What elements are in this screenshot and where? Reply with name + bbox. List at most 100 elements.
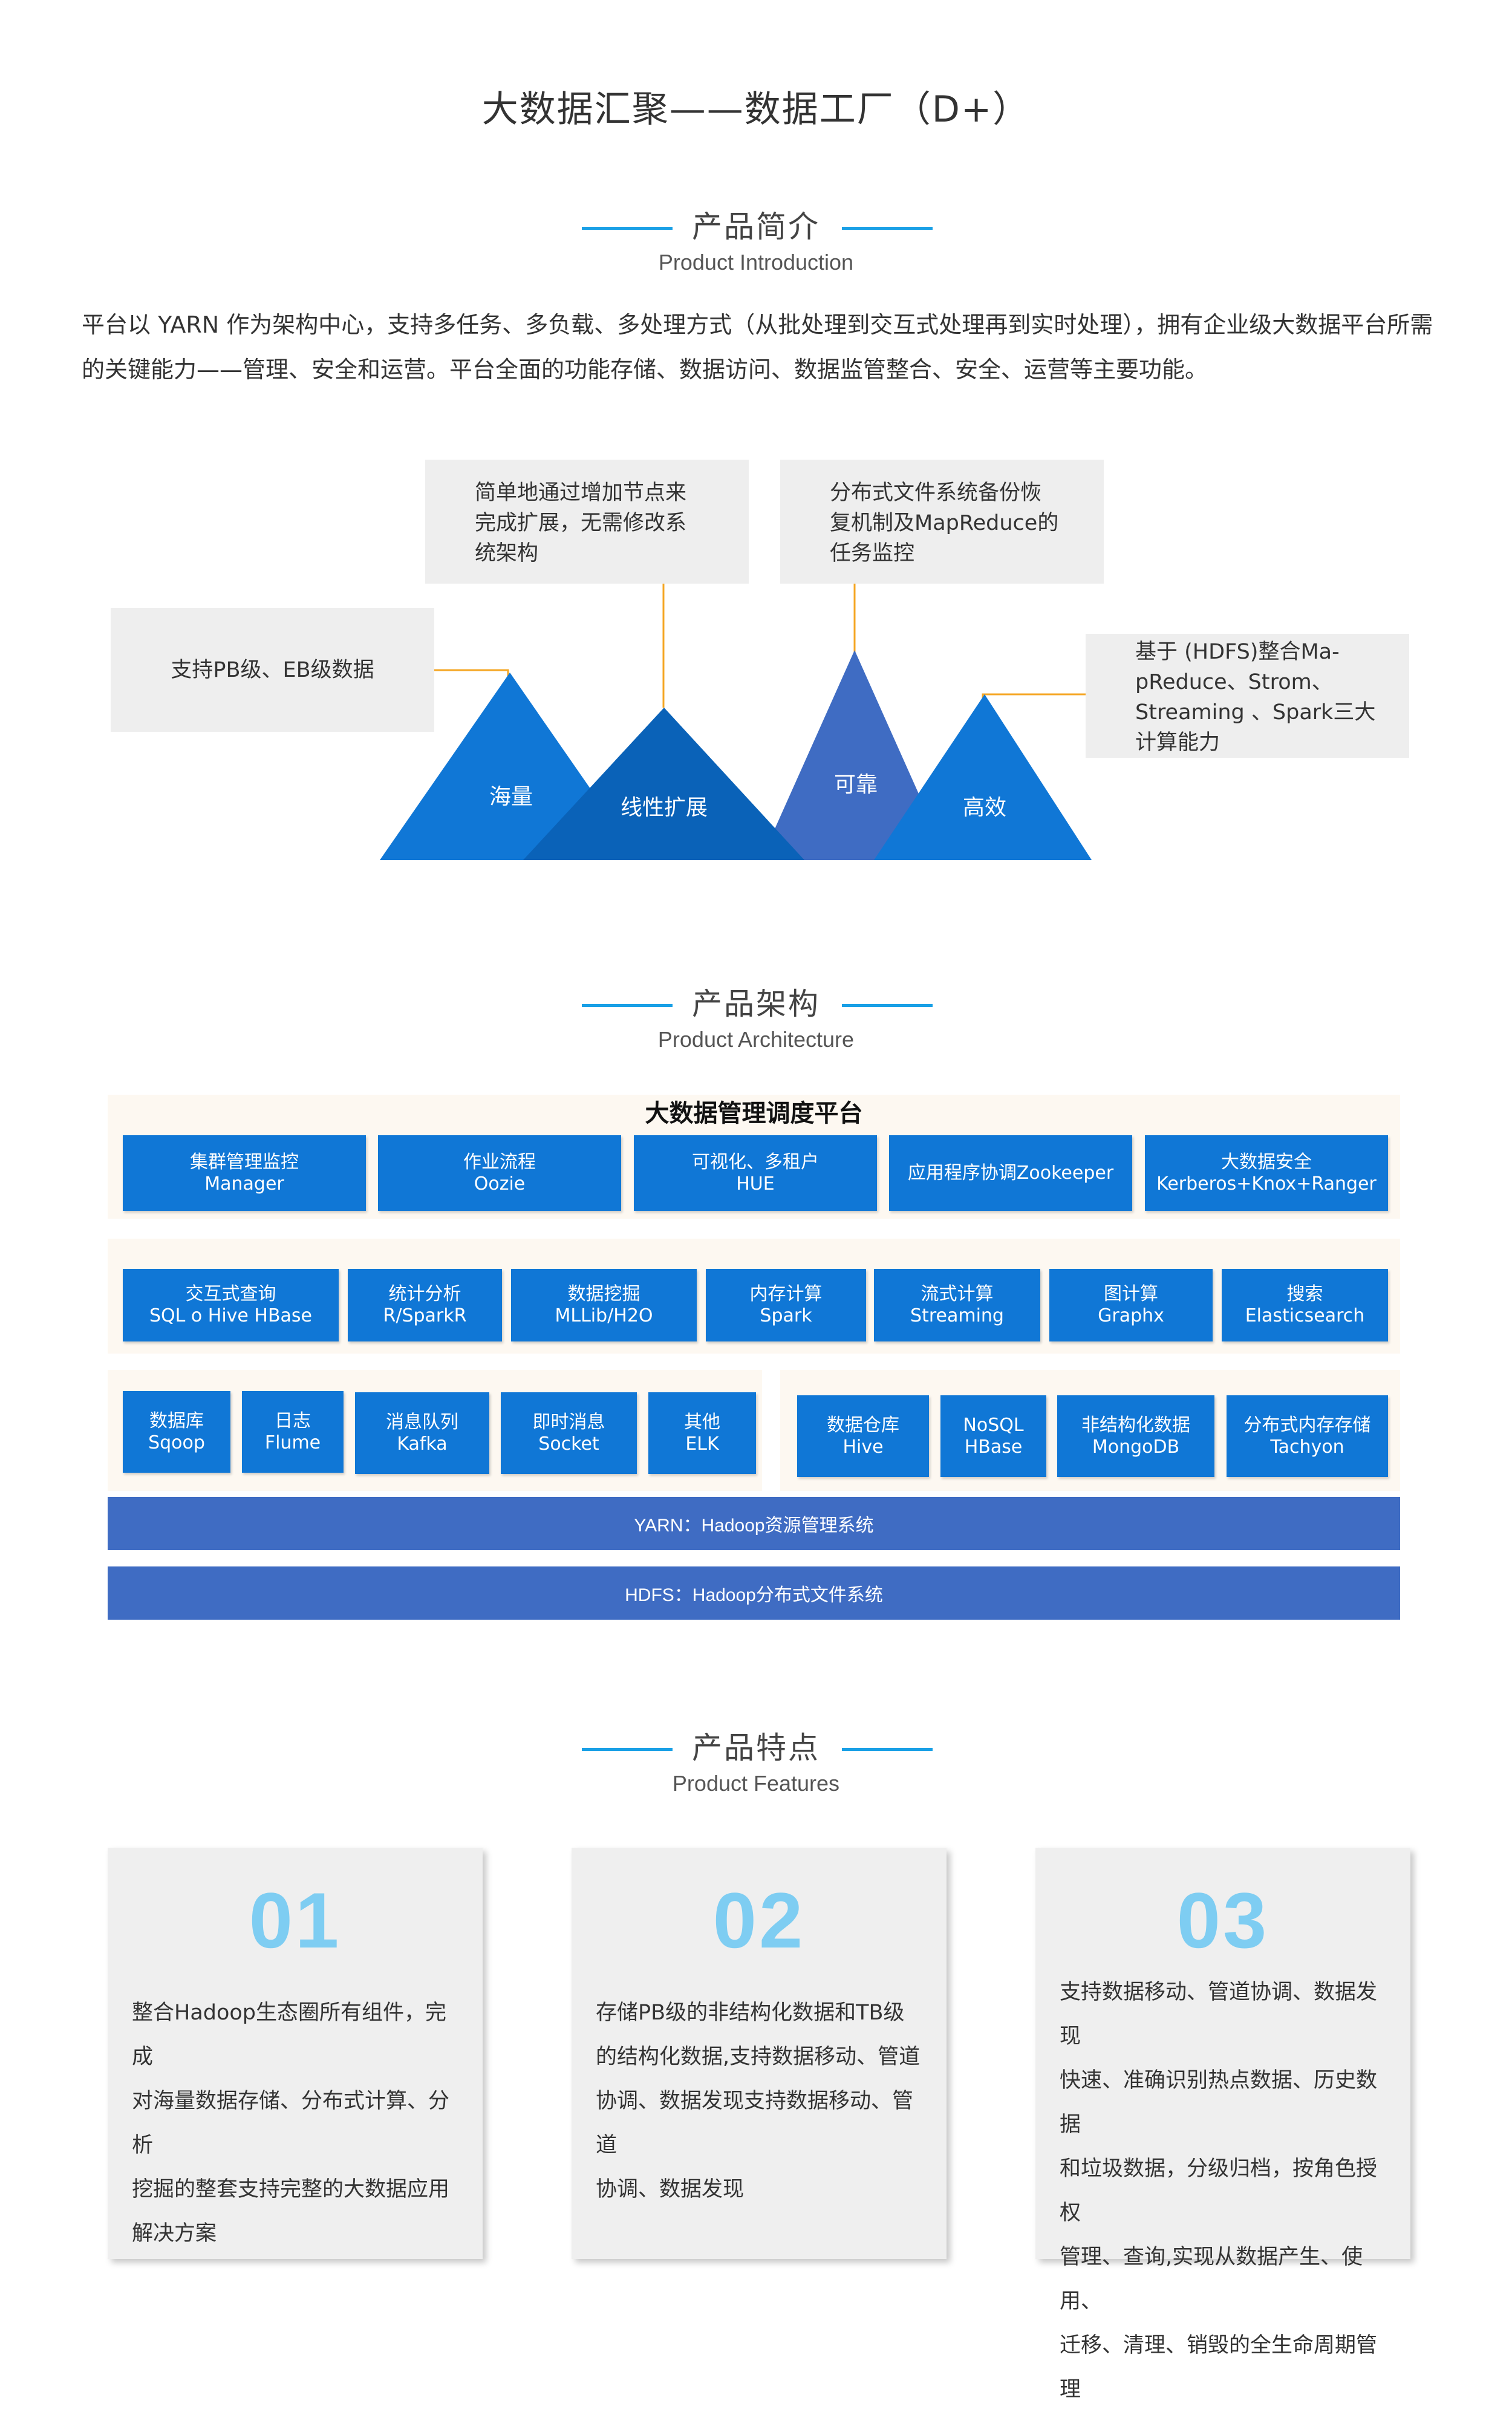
callout-backup-line: 任务监控 — [830, 541, 915, 566]
callout-hdfs-line: 计算能力 — [1135, 731, 1220, 755]
feature-number: 01 — [249, 1876, 342, 1964]
box-subtitle: Oozie — [474, 1173, 526, 1195]
arch-box-tachyon: 分布式内存存储 Tachyon — [1227, 1395, 1388, 1477]
section-title-cn: 产品特点 — [692, 1730, 820, 1765]
callout-hdfs-line: Streaming 、Spark三大 — [1135, 700, 1376, 725]
arch-box-search: 搜索 Elasticsearch — [1222, 1269, 1388, 1341]
section-divider-left — [582, 1748, 673, 1751]
feature-line: 解决方案 — [132, 2221, 217, 2246]
box-title: 即时消息 — [532, 1411, 605, 1433]
box-title: 集群管理监控 — [190, 1151, 299, 1173]
arch-box-flume: 日志 Flume — [242, 1391, 344, 1473]
box-title: 数据挖掘 — [567, 1283, 640, 1305]
box-title: 流式计算 — [921, 1283, 994, 1305]
box-subtitle: MLLib/H2O — [555, 1305, 653, 1326]
arch-box-streaming: 流式计算 Streaming — [874, 1269, 1040, 1341]
box-subtitle: Spark — [760, 1305, 812, 1326]
callout-scale-line: 统架构 — [475, 541, 539, 566]
section-divider-right — [842, 1004, 933, 1007]
arch-box-statistics: 统计分析 R/SparkR — [348, 1269, 502, 1341]
yarn-bar: YARN：Hadoop资源管理系统 — [108, 1497, 1400, 1550]
mountain-label-efficient: 高效 — [962, 795, 1006, 820]
box-title: 其他 — [684, 1411, 720, 1433]
feature-line: 快速、准确识别热点数据、历史数据 — [1060, 2068, 1378, 2137]
box-subtitle: Kafka — [397, 1433, 448, 1455]
box-subtitle: Elasticsearch — [1245, 1305, 1365, 1326]
arch-box-hue: 可视化、多租户 HUE — [634, 1135, 877, 1211]
box-subtitle: MongoDB — [1092, 1436, 1180, 1458]
section-title-en: Product Features — [672, 1771, 840, 1796]
section-divider-right — [842, 227, 933, 230]
feature-number: 03 — [1176, 1876, 1269, 1964]
feature-line: 管理、查询,实现从数据产生、使用、 — [1060, 2245, 1363, 2313]
box-title: 作业流程 — [463, 1151, 536, 1173]
arch-box-hbase: NoSQL HBase — [940, 1395, 1046, 1477]
arch-box-memory-compute: 内存计算 Spark — [706, 1269, 866, 1341]
feature-line: 迁移、清理、销毁的全生命周期管理 — [1060, 2333, 1378, 2402]
section-divider-right — [842, 1748, 933, 1751]
callout-hdfs-line: pReduce、Strom、 — [1135, 670, 1333, 694]
mountain-reliable — [761, 650, 948, 860]
arch-box-kafka: 消息队列 Kafka — [355, 1392, 489, 1474]
intro-line-1: 平台以 YARN 作为架构中心，支持多任务、多负载、多处理方式（从批处理到交互式… — [82, 311, 1433, 338]
callout-scale: 简单地通过增加节点来 完成扩展，无需修改系 统架构 — [425, 460, 749, 584]
box-subtitle: Sqoop — [148, 1432, 205, 1453]
mountain-label-linear: 线性扩展 — [620, 795, 708, 820]
box-title: 非结构化数据 — [1081, 1414, 1190, 1436]
callout-hdfs: 基于 (HDFS)整合Ma- pReduce、Strom、 Streaming … — [1086, 634, 1409, 758]
intro-paragraph: 平台以 YARN 作为架构中心，支持多任务、多负载、多处理方式（从批处理到交互式… — [82, 302, 1448, 392]
box-title: 数据仓库 — [827, 1414, 899, 1436]
box-title: 日志 — [275, 1410, 311, 1432]
arch-box-hive: 数据仓库 Hive — [797, 1395, 929, 1477]
callout-pb: 支持PB级、EB级数据 — [111, 608, 434, 732]
box-subtitle: Hive — [842, 1436, 884, 1458]
box-title: 可视化、多租户 — [692, 1151, 819, 1173]
box-title: 分布式内存存储 — [1243, 1414, 1371, 1436]
feature-text: 整合Hadoop生态圈所有组件，完成 对海量数据存储、分布式计算、分析 挖掘的整… — [108, 1991, 483, 2256]
feature-text: 存储PB级的非结构化数据和TB级 的结构化数据,支持数据移动、管道 协调、数据发… — [572, 1991, 947, 2212]
arch-box-manager: 集群管理监控 Manager — [123, 1135, 366, 1211]
hdfs-bar: HDFS：Hadoop分布式文件系统 — [108, 1566, 1400, 1620]
callout-backup: 分布式文件系统备份恢 复机制及MapReduce的 任务监控 — [780, 460, 1104, 584]
arch-box-elk: 其他 ELK — [648, 1392, 756, 1474]
feature-line: 协调、数据发现 — [596, 2177, 745, 2202]
arch-box-sqoop: 数据库 Sqoop — [123, 1391, 230, 1473]
feature-line: 和垃圾数据，分级归档，按角色授权 — [1060, 2157, 1378, 2225]
arch-box-interactive-query: 交互式查询 SQL o Hive HBase — [123, 1269, 339, 1341]
section-title-cn: 产品简介 — [692, 209, 820, 244]
mountain-diagram — [380, 584, 1092, 860]
mountain-linear — [523, 708, 804, 860]
callout-hdfs-line: 基于 (HDFS)整合Ma- — [1135, 640, 1340, 664]
arch-box-zookeeper: 应用程序协调Zookeeper — [889, 1135, 1132, 1211]
box-title: 搜索 — [1286, 1283, 1323, 1305]
box-subtitle: Streaming — [910, 1305, 1004, 1326]
box-title: 交互式查询 — [185, 1283, 276, 1305]
callout-backup-line: 分布式文件系统备份恢 — [830, 481, 1042, 505]
arch-box-graph: 图计算 Graphx — [1049, 1269, 1213, 1341]
box-subtitle: ELK — [685, 1433, 719, 1455]
feature-line: 整合Hadoop生态圈所有组件，完成 — [132, 2001, 447, 2069]
feature-line: 存储PB级的非结构化数据和TB级 — [596, 2001, 905, 2025]
section-header-intro: 产品简介 Product Introduction — [0, 209, 1512, 278]
box-subtitle: Kerberos+Knox+Ranger — [1156, 1173, 1377, 1195]
arch-box-data-mining: 数据挖掘 MLLib/H2O — [511, 1269, 697, 1341]
box-title: 数据库 — [149, 1410, 204, 1432]
section-header-features: 产品特点 Product Features — [0, 1730, 1512, 1799]
section-title-cn: 产品架构 — [692, 986, 820, 1022]
section-divider-left — [582, 227, 673, 230]
feature-line: 协调、数据发现支持数据移动、管道 — [596, 2089, 914, 2157]
mountain-label-massive: 海量 — [489, 784, 533, 809]
platform-title: 大数据管理调度平台 — [645, 1100, 863, 1127]
feature-line: 的结构化数据,支持数据移动、管道 — [596, 2045, 921, 2069]
mountain-efficient — [874, 694, 1092, 860]
page-title: 大数据汇聚——数据工厂（D+） — [481, 88, 1031, 131]
box-title: 大数据安全 — [1221, 1151, 1312, 1173]
mountain-label-reliable: 可靠 — [833, 772, 878, 797]
callout-line-pb — [434, 669, 509, 686]
feature-card-2: 02 存储PB级的非结构化数据和TB级 的结构化数据,支持数据移动、管道 协调、… — [572, 1848, 947, 2259]
box-subtitle: HBase — [964, 1436, 1023, 1458]
box-title: NoSQL — [963, 1414, 1024, 1436]
box-subtitle: SQL o Hive HBase — [149, 1305, 313, 1326]
intro-line-2: 的关键能力——管理、安全和运营。平台全面的功能存储、数据访问、数据监管整合、安全… — [82, 356, 1208, 383]
feature-line: 对海量数据存储、分布式计算、分析 — [132, 2089, 450, 2157]
